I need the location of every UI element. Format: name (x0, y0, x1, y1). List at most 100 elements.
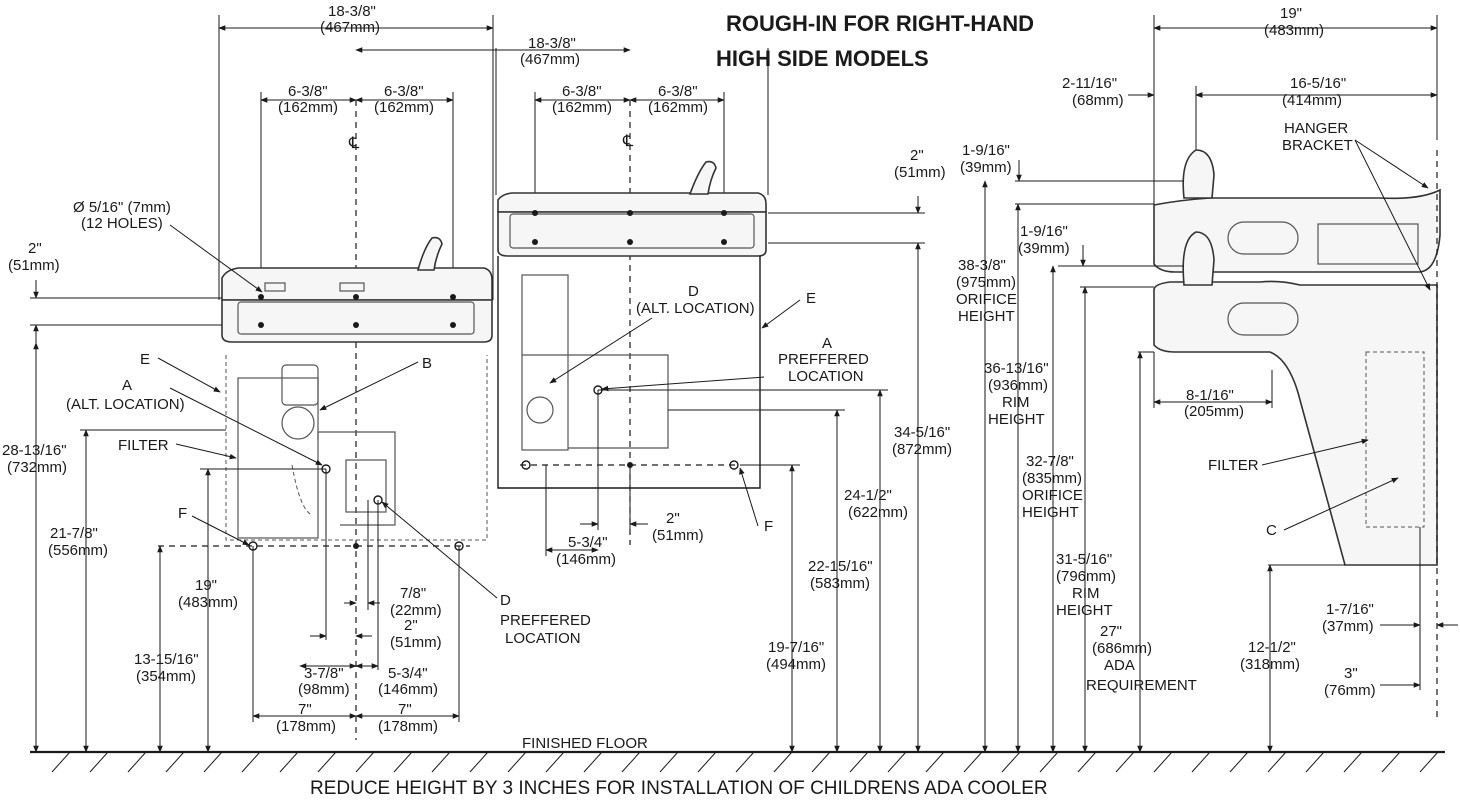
middle-h245-mm: (622mm) (848, 504, 908, 521)
middle-label-f: F (764, 518, 773, 535)
middle-basin-top (497, 192, 767, 213)
middle-label-d: D (688, 283, 699, 300)
side-d3-mm: (76mm) (1324, 682, 1376, 699)
middle-d2-mm: (51mm) (652, 527, 704, 544)
middle-half-left-inch: 6-3/8" (562, 83, 602, 100)
side-h125-mm: (318mm) (1240, 656, 1300, 673)
front-d2-inch: 2" (404, 617, 418, 634)
title-line-1: ROUGH-IN FOR RIGHT-HAND (726, 11, 1034, 36)
floor-label: FINISHED FLOOR (522, 735, 648, 752)
middle-h2215-inch: 22-15/16" (808, 558, 873, 575)
side-h-orifice-high-inch: 38-3/8" (958, 257, 1006, 274)
front-label-b: B (422, 355, 432, 372)
drawing-title: ROUGH-IN FOR RIGHT-HAND HIGH SIDE MODELS (716, 11, 1034, 71)
front-h-total-mm: (732mm) (7, 459, 67, 476)
middle-basin-body (497, 211, 767, 257)
front-d534-inch: 5-3/4" (388, 665, 428, 682)
front-h-filter-inch: 21-7/8" (50, 525, 98, 542)
side-upper-bubbler (1182, 149, 1215, 199)
side-d8116-mm: (205mm) (1184, 403, 1244, 420)
front-gap-inch: 2" (28, 240, 42, 257)
front-h-f-inch: 19" (195, 577, 217, 594)
front-label-d: D (500, 592, 511, 609)
middle-half-right-mm: (162mm) (648, 99, 708, 116)
front-d7l-mm: (178mm) (276, 718, 336, 735)
front-label-e: E (140, 351, 150, 368)
side-h-orifice-low-label2: HEIGHT (1022, 504, 1079, 521)
front-view: ℄ (30, 15, 498, 753)
front-d78-inch: 7/8" (400, 585, 426, 602)
side-h-orifice-low-mm: (835mm) (1022, 470, 1082, 487)
middle-bubbler (688, 160, 717, 195)
side-d1916b-mm: (39mm) (1018, 240, 1070, 257)
front-h-total-inch: 28-13/16" (2, 442, 67, 459)
side-lower-bubbler (1182, 231, 1215, 286)
side-label-c: C (1266, 522, 1277, 539)
front-basin-top (221, 267, 493, 301)
side-d1716-inch: 1-7/16" (1326, 601, 1374, 618)
side-d21116-mm: (68mm) (1072, 92, 1124, 109)
side-h-rim-high-inch: 36-13/16" (984, 360, 1049, 377)
front-view-labels: 18-3/8" (467mm) 6-3/8" (162mm) 6-3/8" (1… (2, 3, 591, 735)
front-half-left-inch: 6-3/8" (288, 83, 328, 100)
middle-view: ℄ (355, 47, 925, 753)
side-h-ada-label: ADA (1104, 657, 1135, 674)
front-d7r-mm: (178mm) (378, 718, 438, 735)
side-d21116-inch: 2-11/16" (1062, 75, 1117, 92)
middle-view-labels: 18-3/8" (467mm) 6-3/8" (162mm) 6-3/8" (1… (520, 35, 952, 673)
side-h-orifice-high-mm: (975mm) (956, 274, 1016, 291)
front-d7l-inch: 7" (298, 701, 312, 718)
front-mounting-holes (258, 294, 456, 328)
front-width-inch: 18-3/8" (328, 3, 376, 20)
front-d2-mm: (51mm) (390, 634, 442, 651)
front-d534-mm: (146mm) (378, 681, 438, 698)
front-label-f: F (178, 505, 187, 522)
side-d16516-inch: 16-5/16" (1290, 75, 1346, 92)
side-d16516-mm: (414mm) (1282, 92, 1342, 109)
side-h-rim-low-mm: (796mm) (1056, 568, 1116, 585)
middle-label-a-preferred: PREFFERED (778, 351, 869, 368)
front-gap-mm: (51mm) (8, 257, 60, 274)
side-bracket: BRACKET (1282, 137, 1353, 154)
side-d3-inch: 3" (1344, 665, 1358, 682)
side-d1916a-mm: (39mm) (960, 159, 1012, 176)
front-label-d-location: LOCATION (505, 630, 581, 647)
front-d78-mm: (22mm) (390, 602, 442, 619)
front-width-mm: (467mm) (320, 19, 380, 36)
front-basin-body (221, 299, 493, 343)
middle-width-inch: 18-3/8" (528, 35, 576, 52)
side-view (982, 15, 1458, 753)
middle-h197-mm: (494mm) (766, 656, 826, 673)
front-bubbler (416, 236, 443, 271)
front-h-low-mm: (354mm) (136, 668, 196, 685)
side-h-rim-high-mm: (936mm) (988, 377, 1048, 394)
front-d378-inch: 3-7/8" (304, 665, 344, 682)
side-lower-grille-slot (1227, 302, 1299, 336)
side-h-rim-low-label2: HEIGHT (1056, 602, 1113, 619)
middle-half-right-inch: 6-3/8" (658, 83, 698, 100)
front-label-a-alt: (ALT. LOCATION) (66, 396, 185, 413)
side-depth-mm: (483mm) (1264, 22, 1324, 39)
side-depth-inch: 19" (1280, 5, 1302, 22)
middle-h2215-mm: (583mm) (810, 575, 870, 592)
front-half-right-inch: 6-3/8" (384, 83, 424, 100)
side-view-labels: 19" (483mm) 2-11/16" (68mm) 16-5/16" (41… (956, 5, 1376, 699)
middle-width-mm: (467mm) (520, 51, 580, 68)
middle-gap-inch: 2" (910, 147, 924, 164)
side-h-ada-label2: REQUIREMENT (1086, 677, 1197, 694)
front-half-left-mm: (162mm) (278, 99, 338, 116)
side-h-rim-high-label2: HEIGHT (988, 411, 1045, 428)
side-h-orifice-high-label2: HEIGHT (958, 308, 1015, 325)
front-h-low-inch: 13-15/16" (134, 651, 199, 668)
front-h-filter-mm: (556mm) (48, 542, 108, 559)
side-h-rim-low-inch: 31-5/16" (1056, 551, 1112, 568)
middle-h345-mm: (872mm) (892, 441, 952, 458)
side-d8116-inch: 8-1/16" (1186, 387, 1234, 404)
middle-centerline-symbol: ℄ (622, 133, 634, 150)
side-label-filter: FILTER (1208, 457, 1259, 474)
front-centerline-symbol: ℄ (348, 135, 360, 152)
middle-label-a-location: LOCATION (788, 368, 864, 385)
front-label-d-preferred: PREFFERED (500, 612, 591, 629)
side-h-orifice-low-label: ORIFICE (1022, 487, 1083, 504)
